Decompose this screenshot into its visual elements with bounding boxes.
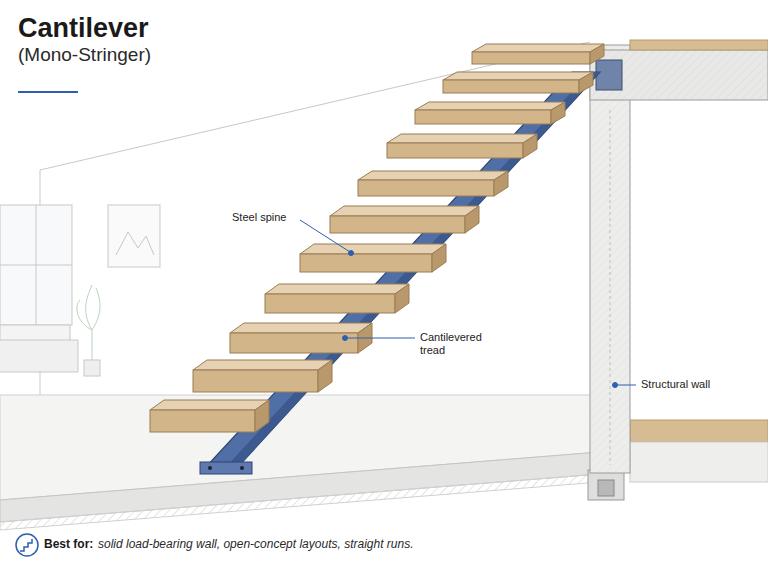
wall-footing	[588, 470, 624, 500]
base-plate	[200, 462, 252, 474]
diagram-title: Cantilever	[18, 12, 149, 44]
note-text: solid load-bearing wall, open-concept la…	[98, 537, 414, 551]
room-sketch	[0, 42, 590, 395]
upper-floor-wood	[630, 40, 768, 50]
structural-wall	[590, 45, 630, 473]
subtitle: (Mono-Stringer)	[18, 44, 151, 67]
footing-anchor	[598, 480, 614, 496]
note-heading: Best for:	[44, 537, 93, 551]
part-label: Steel spine	[232, 211, 286, 224]
spine-bracket	[596, 60, 622, 90]
stair-icon	[16, 534, 38, 556]
upper-slab	[590, 50, 768, 100]
part-label: Structural wall	[641, 378, 710, 391]
lower-floor-wood	[630, 420, 768, 442]
lower-slab	[630, 442, 768, 482]
treads	[150, 44, 604, 432]
title-rule	[18, 91, 78, 93]
part-label: Cantilevered tread	[420, 331, 500, 357]
leader-lines	[300, 220, 636, 388]
slab-hatch	[0, 474, 600, 530]
steel-spine	[205, 72, 600, 468]
